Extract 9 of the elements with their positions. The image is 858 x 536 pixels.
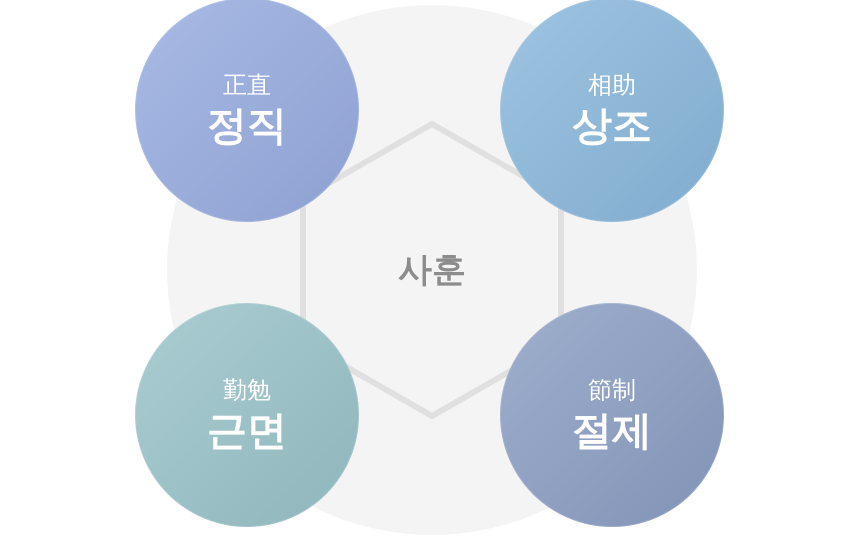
center-title: 사훈	[398, 249, 466, 292]
value-label: 정직	[207, 102, 287, 151]
hanja-label: 正直	[223, 70, 271, 101]
value-label: 상조	[572, 102, 652, 151]
hanja-label: 節制	[588, 375, 636, 406]
value-label: 근면	[207, 407, 287, 456]
value-label: 절제	[572, 407, 652, 456]
hanja-label: 勤勉	[223, 375, 271, 406]
hanja-label: 相助	[588, 70, 636, 101]
